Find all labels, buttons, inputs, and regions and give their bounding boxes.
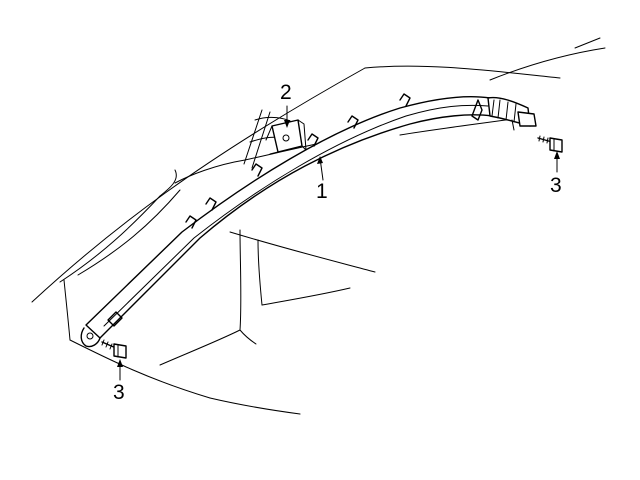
curtain-airbag <box>80 93 537 348</box>
vehicle-body-outline <box>31 37 606 415</box>
callout-3-right: 3 <box>550 174 562 197</box>
callout-1: 1 <box>316 180 328 203</box>
bolt-right <box>537 135 563 153</box>
mounting-bracket <box>265 119 307 155</box>
callout-2: 2 <box>280 81 292 104</box>
bolt-left <box>101 339 127 359</box>
callout-3-left: 3 <box>113 381 125 404</box>
callout-arrows <box>117 105 560 381</box>
